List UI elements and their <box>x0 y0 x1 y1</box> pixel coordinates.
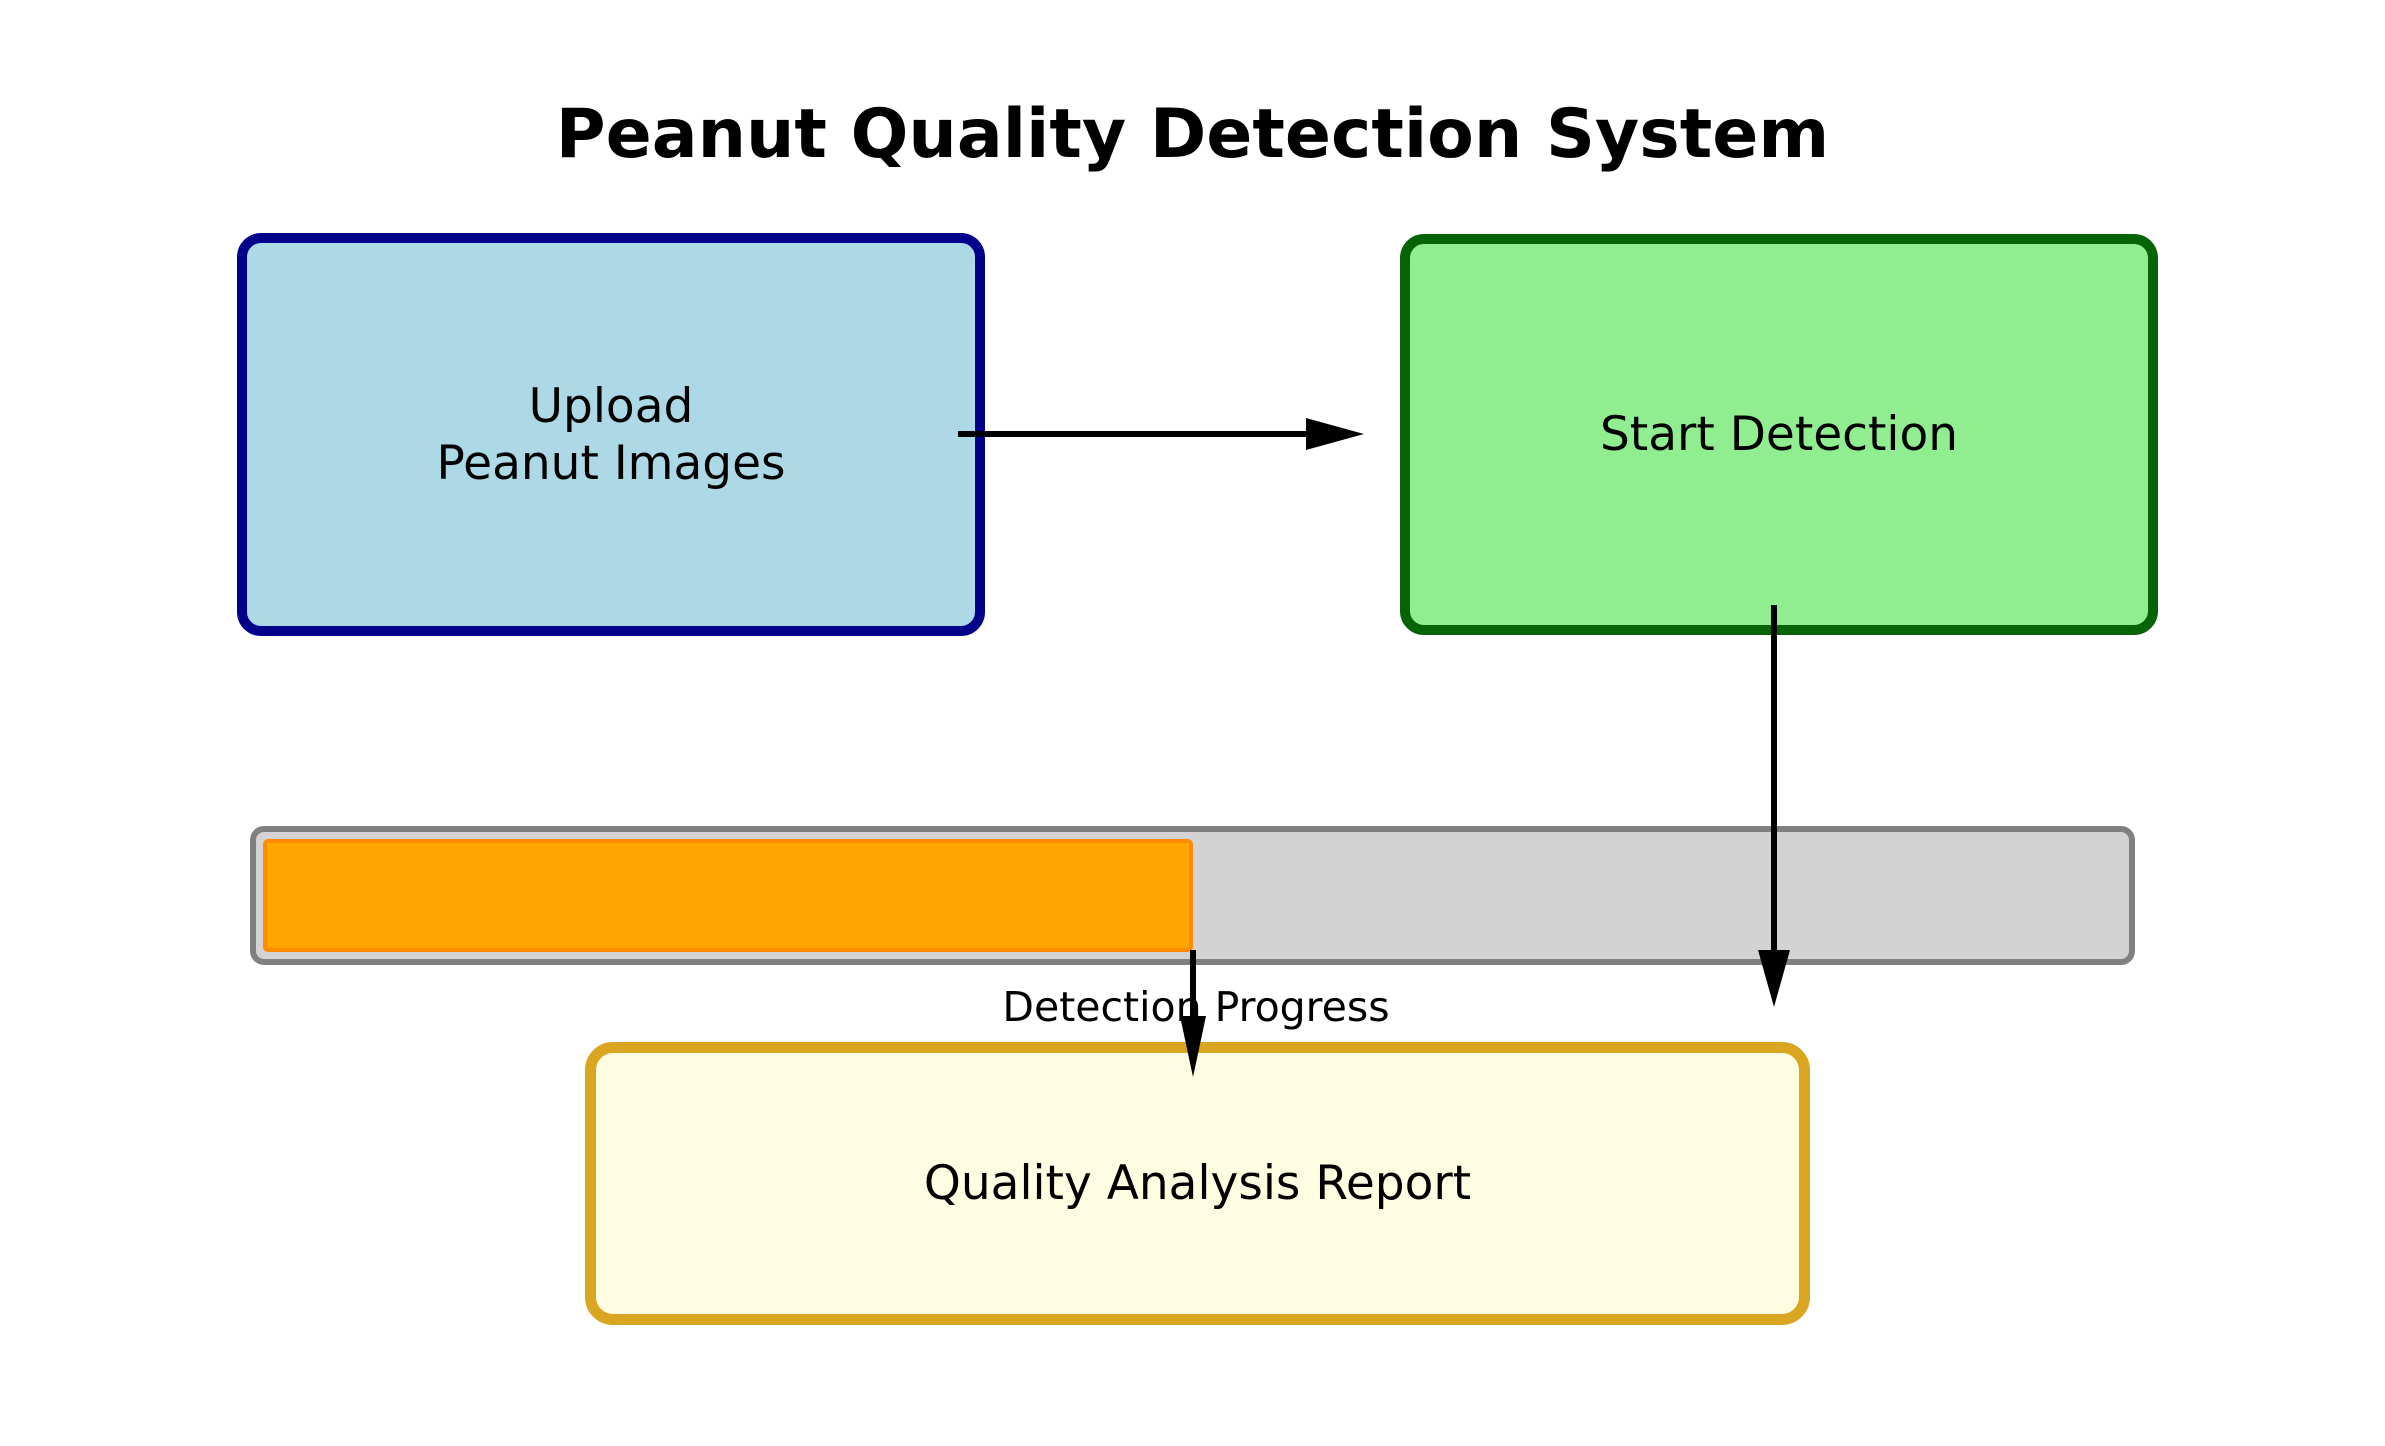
start-detection-button[interactable]: Start Detection <box>1400 234 2158 635</box>
arrow-upload-to-start-detection <box>958 418 1364 450</box>
upload-label-line1: Upload <box>528 378 694 434</box>
start-detection-label: Start Detection <box>1599 407 1959 462</box>
upload-label-line2: Peanut Images <box>436 435 786 491</box>
quality-analysis-report-panel[interactable]: Quality Analysis Report <box>585 1042 1810 1325</box>
upload-peanut-images-button[interactable]: Upload Peanut Images <box>237 233 985 636</box>
page-title: Peanut Quality Detection System <box>555 95 1830 174</box>
quality-analysis-report-label: Quality Analysis Report <box>923 1156 1472 1211</box>
arrow-upload-to-start-head <box>1306 418 1364 450</box>
upload-peanut-images-label: Upload Peanut Images <box>436 378 785 492</box>
detection-progress-bar-track <box>250 826 2135 965</box>
detection-progress-bar-fill <box>263 839 1193 952</box>
detection-progress-label: Detection Progress <box>1002 983 1390 1031</box>
